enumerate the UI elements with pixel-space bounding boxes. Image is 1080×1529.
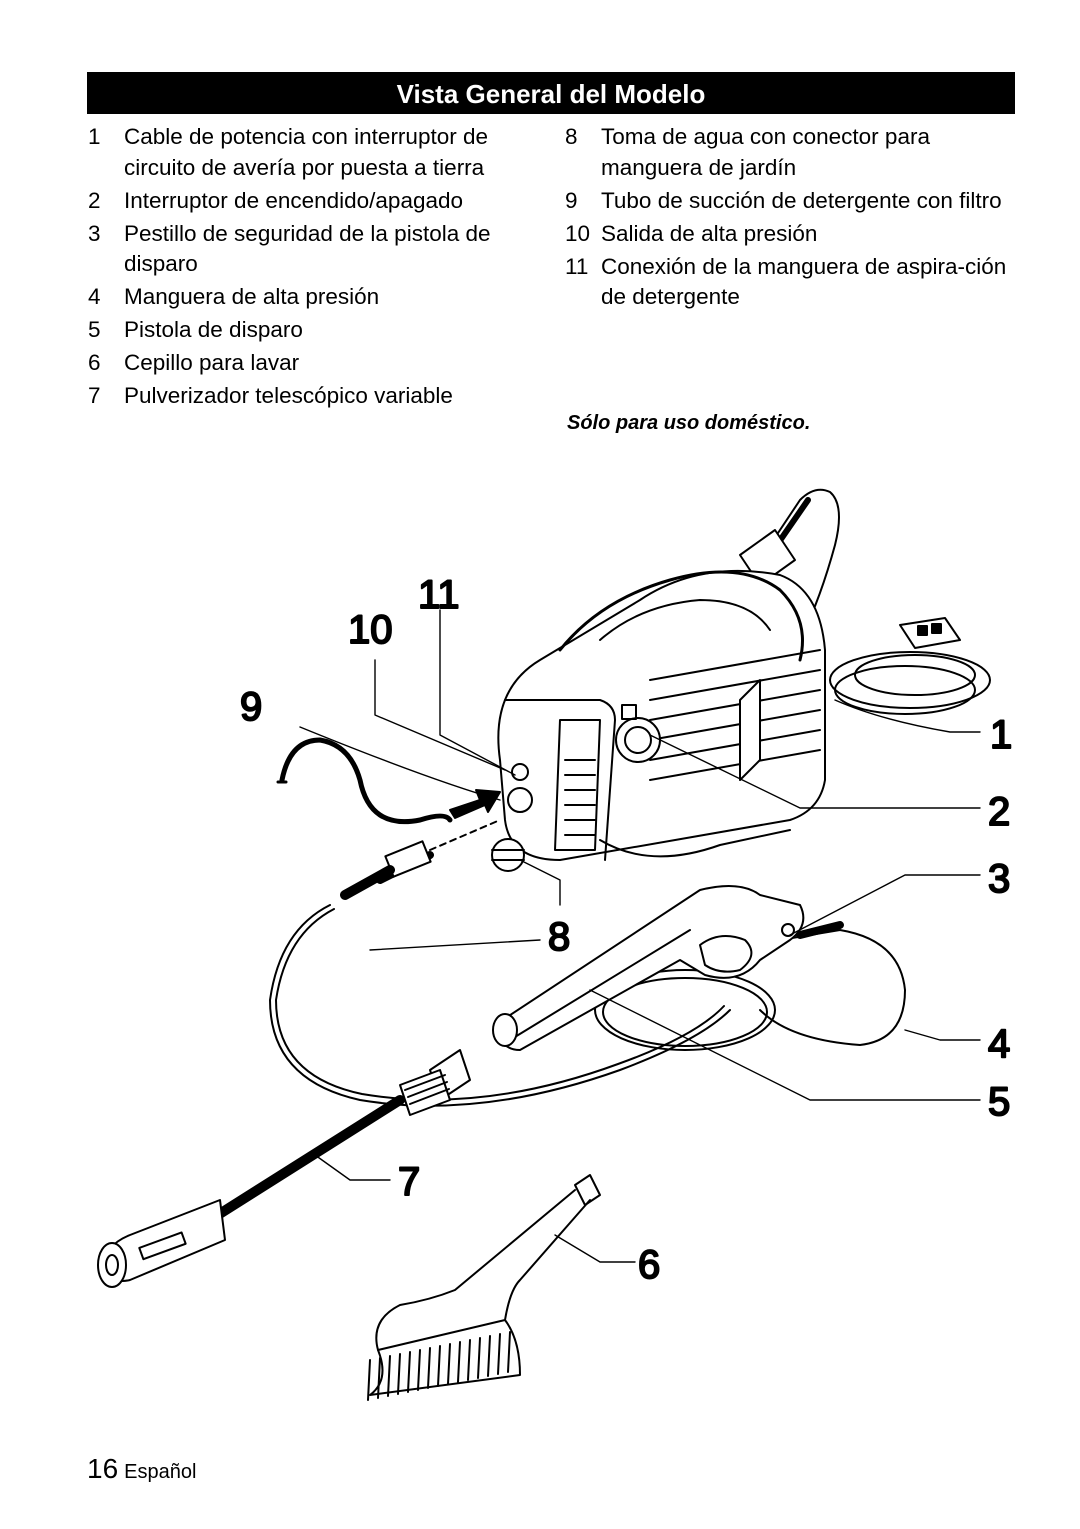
- item-text: Salida de alta presión: [601, 220, 818, 246]
- callout-2: 2: [988, 790, 1010, 834]
- spray-lance-illustration: [97, 1049, 471, 1288]
- parts-list-right: 8 Toma de agua con conector para manguera…: [565, 122, 1015, 315]
- item-text: Cepillo para lavar: [124, 350, 300, 375]
- list-item: 9 Tubo de succión de detergente con filtr…: [565, 186, 1015, 217]
- list-item: 7 Pulverizador telescópico variable: [88, 381, 548, 412]
- list-item: 8 Toma de agua con conector para manguera…: [565, 122, 1015, 183]
- item-text: Manguera de alta presión: [124, 284, 380, 309]
- list-item: 10 Salida de alta presión: [565, 219, 1015, 250]
- callout-9: 9: [240, 685, 262, 729]
- item-text: Interruptor de encendido/apagado: [124, 187, 464, 213]
- list-item: 2 Interruptor de encendido/apagado: [88, 186, 548, 217]
- item-number: 8: [565, 124, 578, 149]
- connection-guide-line: [429, 819, 501, 851]
- item-text: Cable de potencia con interruptor de cir…: [124, 124, 488, 180]
- callout-5: 5: [988, 1080, 1010, 1124]
- household-use-note: Sólo para uso doméstico.: [567, 412, 811, 434]
- item-text: Pistola de disparo: [124, 317, 303, 342]
- callout-6: 6: [638, 1243, 660, 1287]
- list-item: 6 Cepillo para lavar: [88, 348, 548, 379]
- callout-11: 11: [418, 573, 460, 617]
- item-number: 9: [565, 187, 578, 213]
- parts-list-left: 1 Cable de potencia con interruptor de ci…: [88, 122, 548, 414]
- item-number: 1: [88, 124, 101, 149]
- callout-3: 3: [988, 857, 1010, 901]
- section-title: Vista General del Modelo: [87, 72, 1015, 114]
- callout-8: 8: [548, 915, 570, 959]
- trigger-gun-illustration: [492, 885, 805, 1051]
- machine-body-illustration: [491, 569, 826, 872]
- callout-1: 1: [990, 713, 1012, 757]
- item-number: 10: [565, 220, 591, 246]
- item-number: 4: [88, 284, 101, 309]
- power-cord-illustration: [739, 488, 991, 715]
- item-text: Tubo de succión de detergente con filtro: [601, 187, 1002, 213]
- page-number: 16: [87, 1453, 119, 1484]
- item-number: 2: [88, 187, 101, 213]
- callout-4: 4: [988, 1022, 1010, 1066]
- list-item: 1 Cable de potencia con interruptor de ci…: [88, 122, 548, 183]
- pressure-washer-diagram: 1 2 3 4 5 6 7 8 9 10 11: [97, 488, 1013, 1401]
- callout-7: 7: [398, 1160, 420, 1204]
- item-text: Pulverizador telescópico variable: [124, 383, 453, 408]
- item-number: 7: [88, 383, 101, 408]
- item-text: Pestillo de seguridad de la pistola de d…: [124, 220, 491, 277]
- list-item: 11 Conexión de la manguera de aspira-ción…: [565, 252, 1015, 313]
- item-text: Conexión de la manguera de aspira-ción d…: [601, 253, 1007, 310]
- item-number: 5: [88, 317, 101, 342]
- callout-10: 10: [348, 608, 393, 652]
- list-item: 4 Manguera de alta presión: [88, 282, 548, 313]
- language-label: Español: [124, 1461, 197, 1483]
- high-pressure-hose-illustration: [269, 840, 906, 1107]
- item-number: 6: [88, 350, 101, 375]
- item-number: 11: [565, 253, 589, 279]
- detergent-tube-illustration: [279, 737, 453, 825]
- connection-arrow: [449, 789, 501, 819]
- list-item: 3 Pestillo de seguridad de la pistola de …: [88, 219, 548, 280]
- wash-brush-illustration: [367, 1174, 601, 1401]
- item-text: Toma de agua con conector para manguera …: [601, 124, 930, 180]
- list-item: 5 Pistola de disparo: [88, 315, 548, 346]
- callout-leader-lines: [299, 609, 981, 1263]
- item-number: 3: [88, 220, 101, 246]
